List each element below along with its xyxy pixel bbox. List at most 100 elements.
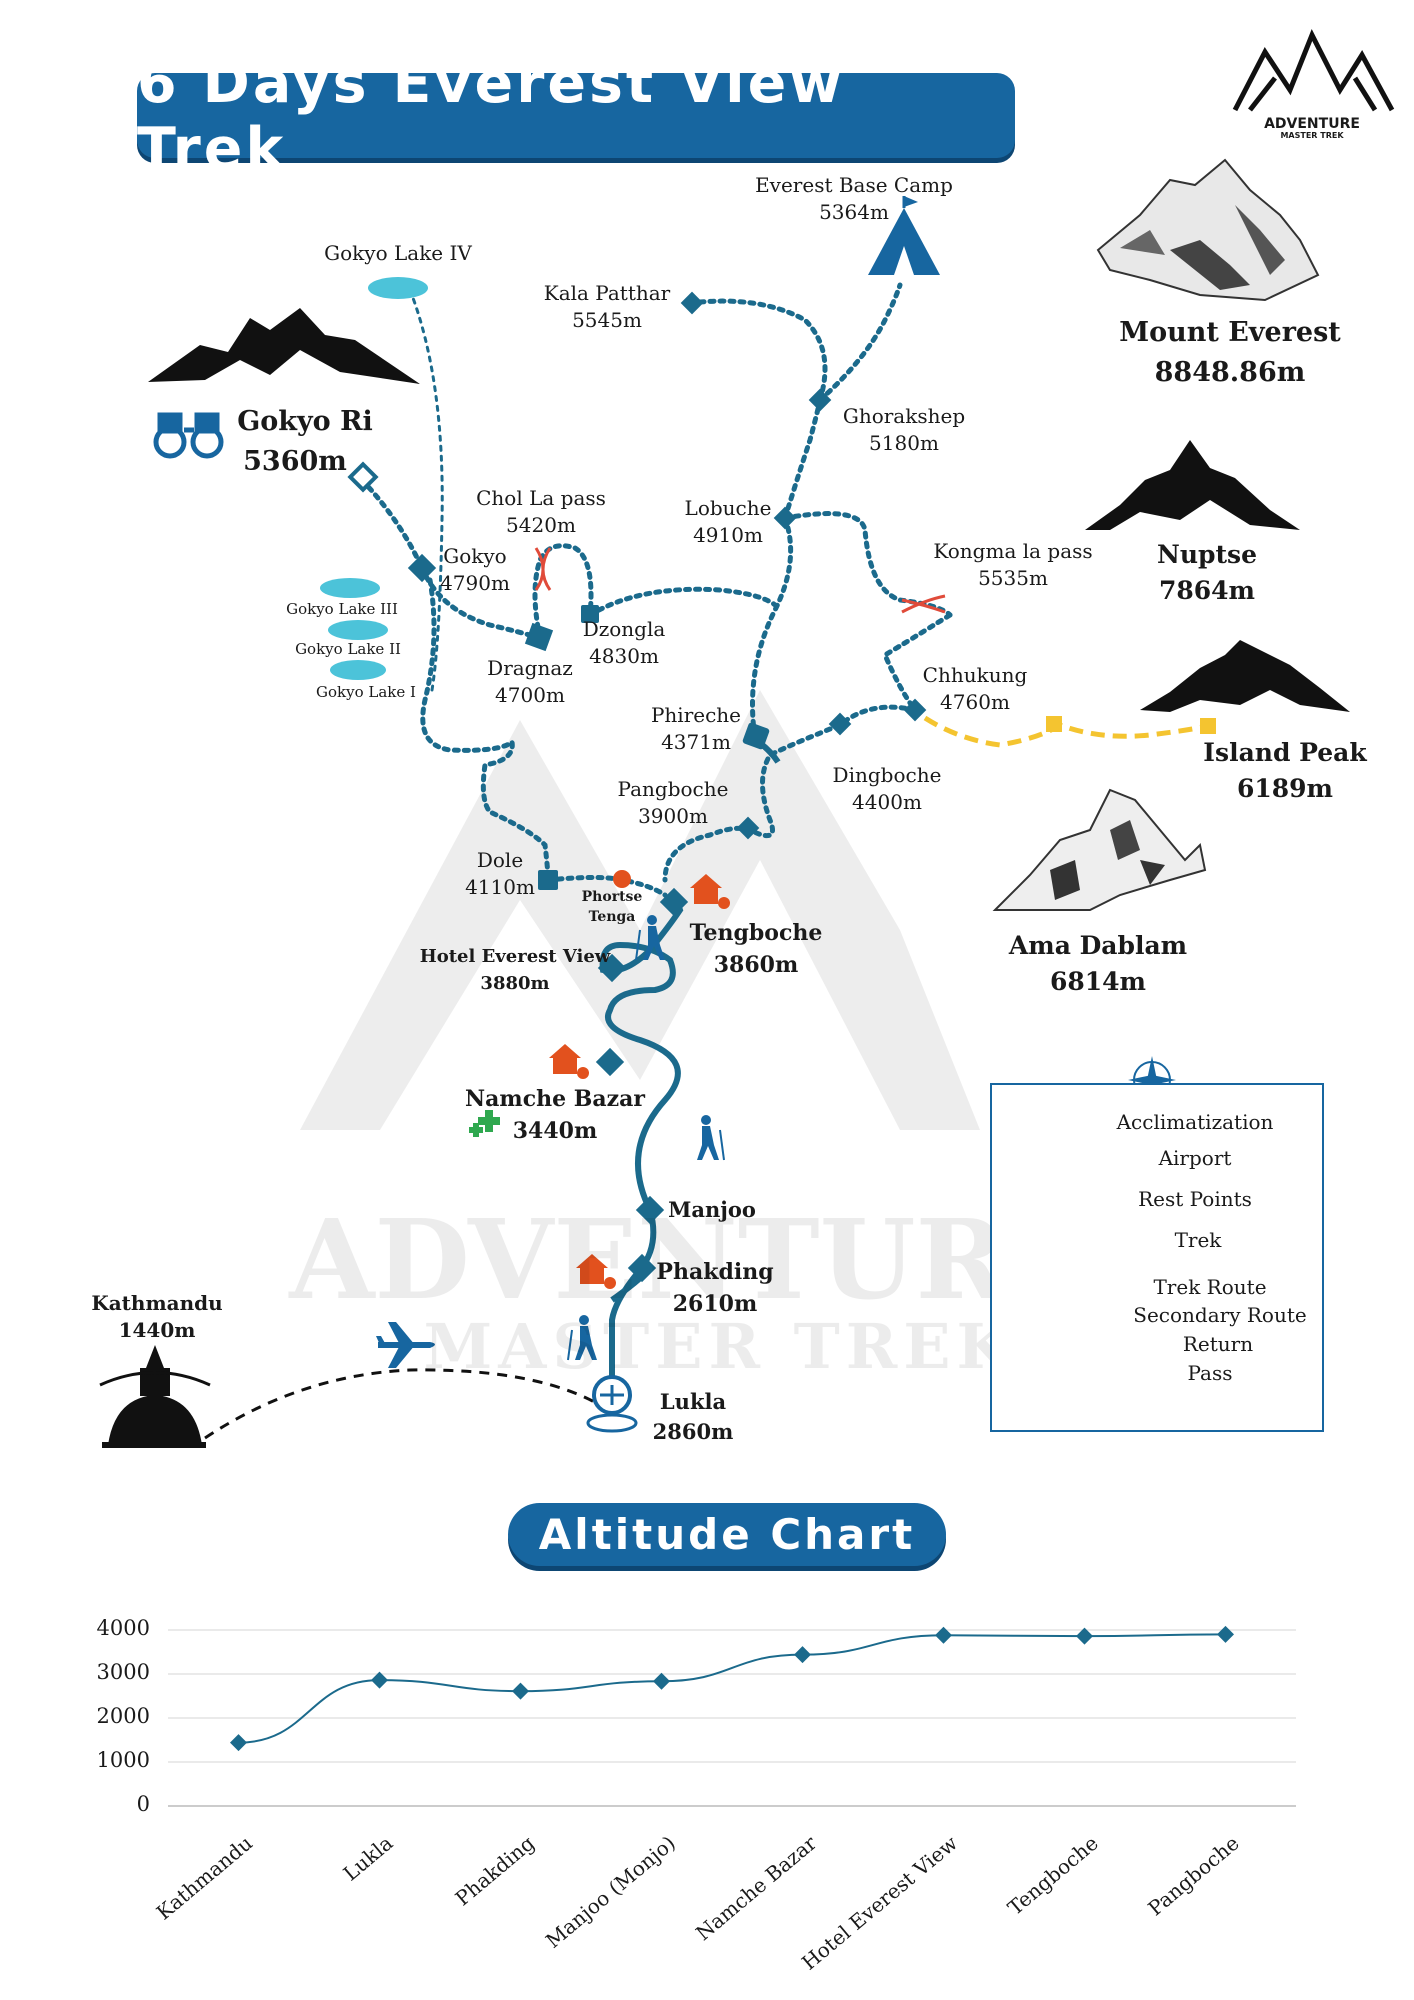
everest-mountain-icon [1096,158,1320,302]
gokyo-lake-iv-icon [368,277,428,299]
hotel-everest-view-marker [597,953,627,983]
chart-point [653,1672,670,1690]
watermark-line2: MASTER TREK [423,1310,1017,1383]
label-manjoo: Manjoo [668,1197,756,1222]
namche-marker [595,1047,625,1077]
phortse-tenga-marker [613,870,631,888]
airport-pin-icon [586,1375,638,1433]
rest-point-icon-phakding [576,1254,616,1289]
legend-trek-label: Trek [1174,1228,1222,1252]
logo-mountain-icon [1232,28,1395,112]
legend-rest-points-label: Rest Points [1138,1187,1252,1211]
stupa-icon [99,1345,211,1448]
y-tick-label: 2000 [96,1704,150,1728]
gokyo-marker [407,553,437,583]
legend-return-label: Return [1182,1332,1254,1356]
chart-point [512,1682,529,1700]
legend-pass-label: Pass [1187,1361,1233,1385]
label-gokyo-lake-ii: Gokyo Lake II [295,640,401,658]
phireche-marker [742,722,770,750]
chart-point [935,1626,952,1644]
label-gokyo-lake-iv: Gokyo Lake IV [324,241,472,265]
nuptse-mountain-icon [1085,440,1300,530]
tent-icon [868,196,940,275]
route-lobuche-phireche [750,515,794,741]
phakding-marker [627,1253,657,1283]
binoculars-icon [153,412,224,459]
hiker-icon-tengboche [635,915,665,961]
legend-secondary-route-label: Secondary Route [1133,1303,1307,1327]
manjoo-marker [635,1195,665,1225]
dzongla-marker [581,605,599,623]
airplane-icon [376,1322,435,1368]
title-banner: 6 Days Everest View Trek [137,50,1015,182]
y-tick-label: 0 [136,1792,150,1816]
hiker-icon-namche [697,1115,725,1161]
kala-patthar-marker [680,291,704,315]
lakes [320,277,428,680]
route-gokyo-dragnaz [419,565,543,641]
hiker-icon-lukla [567,1315,597,1361]
station-markers [407,291,1216,1283]
route-kalapatthar [687,298,828,403]
y-tick-label: 4000 [96,1616,150,1640]
label-gokyo-lake-i: Gokyo Lake I [316,683,416,701]
route-lake4 [408,288,444,692]
logo-line2: MASTER TREK [1280,131,1344,140]
acclimatization-icon-namche [469,1110,500,1137]
y-tick-label: 1000 [96,1748,150,1772]
rest-point-icon-namche [549,1044,589,1079]
pass-symbols [534,547,946,614]
dole-marker [538,870,558,890]
altitude-series-line [238,1633,1226,1744]
ghorakshep-marker [808,388,832,412]
label-gokyo-lake-iii: Gokyo Lake III [286,600,398,618]
legend-acclimatization-label: Acclimatization [1116,1110,1274,1134]
tengboche-marker [659,887,689,917]
island-peak-mountain-icon [1140,640,1350,712]
chart-point [1217,1625,1234,1643]
chart-points [230,1625,1234,1752]
gokyo-ri-mountain-icon [148,308,420,384]
route-dzongla-lobuche [587,586,783,618]
ama-dablam-mountain-icon [992,788,1207,911]
gokyo-lake-ii-icon [328,620,388,640]
logo-line1: ADVENTURE [1264,116,1360,132]
gokyo-lake-iii-icon [320,578,380,598]
island-peak-route-marker [1046,716,1062,732]
altitude-chart-title: Altitude Chart [538,1510,916,1559]
watermark-line1: ADVENTURE [289,1195,1091,1324]
gokyo-ri-marker [347,461,379,493]
legend-airport-label: Airport [1158,1146,1232,1170]
altitude-chart-banner: Altitude Chart [508,1503,946,1566]
island-peak-marker [1200,718,1216,734]
legend-trek-route-label: Trek Route [1153,1275,1267,1299]
pangboche-marker [736,816,760,840]
dragnaz-marker [524,622,554,652]
route-ebc [817,282,903,403]
chart-grid [168,1629,1296,1807]
lobuche-marker [773,506,797,530]
